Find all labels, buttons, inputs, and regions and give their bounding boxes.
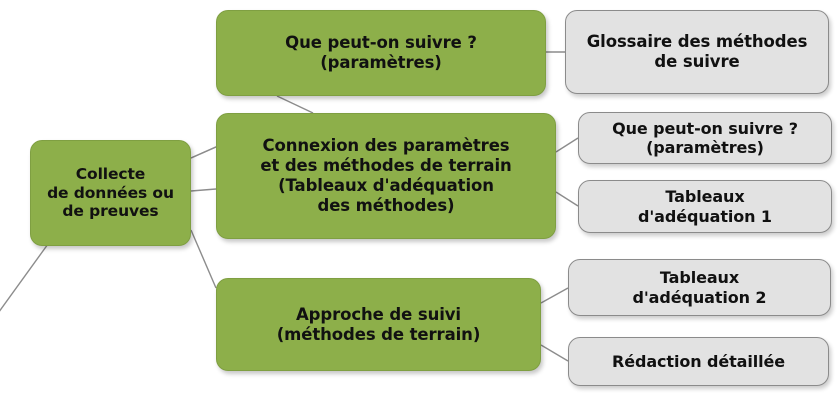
- node-line: Approche de suivi: [295, 304, 461, 324]
- node-line: de données ou: [47, 183, 174, 202]
- edge-collecte-to-connexion: [190, 188, 217, 192]
- edge-collecte-to-approche: [190, 229, 217, 289]
- node-line: Collecte: [75, 165, 146, 184]
- node-que-peut-on-suivre-ref[interactable]: Que peut-on suivre ? (paramètres): [578, 112, 832, 164]
- edge-collecte-to-quepeuton: [190, 146, 217, 159]
- node-line: (paramètres): [320, 53, 442, 72]
- node-line: Que peut-on suivre ?: [285, 33, 477, 53]
- node-approche-de-suivi[interactable]: Approche de suivi (méthodes de terrain): [216, 278, 541, 371]
- node-redaction-detaillee[interactable]: Rédaction détaillée: [568, 337, 829, 386]
- node-line: d'adéquation 1: [638, 206, 772, 226]
- node-line: d'adéquation 2: [632, 287, 767, 307]
- node-line: Glossaire des méthodes: [586, 32, 808, 52]
- edge-collecte-to-quepeuton-b: [190, 145, 219, 159]
- edge-connexion-to-quepeuton-ref: [555, 137, 579, 153]
- node-line: (Tableaux d'adéquation: [278, 176, 494, 195]
- node-line: des méthodes): [317, 195, 455, 215]
- node-line: (méthodes de terrain): [276, 324, 481, 344]
- node-tableaux-adequation-1[interactable]: Tableaux d'adéquation 1: [578, 180, 832, 233]
- node-collecte-de-donnees[interactable]: Collecte de données ou de preuves: [30, 140, 191, 246]
- node-line: Tableaux: [665, 187, 745, 207]
- node-line: Tableaux: [659, 268, 740, 288]
- node-line: de preuves: [62, 202, 159, 221]
- node-tableaux-adequation-2[interactable]: Tableaux d'adéquation 2: [568, 259, 831, 316]
- node-line: et des méthodes de terrain: [260, 156, 512, 176]
- node-glossaire-des-methodes[interactable]: Glossaire des méthodes de suivre: [565, 10, 829, 94]
- node-connexion-parametres-methodes[interactable]: Connexion des paramètres et des méthodes…: [216, 113, 556, 239]
- node-line: Que peut-on suivre ?: [612, 118, 798, 138]
- edge-connexion-to-tableaux1: [555, 191, 579, 207]
- node-line: Connexion des paramètres: [262, 136, 510, 156]
- node-line: de suivre: [654, 52, 740, 71]
- edge-approche-to-tableaux2: [540, 287, 569, 304]
- node-line: Rédaction détaillée: [612, 351, 785, 371]
- edge-parent-to-collecte: [0, 243, 49, 312]
- edge-quepeuton-to-connexion: [276, 95, 314, 114]
- node-que-peut-on-suivre[interactable]: Que peut-on suivre ? (paramètres): [216, 10, 546, 96]
- node-line: (paramètres): [646, 138, 764, 157]
- edge-approche-to-redaction: [540, 344, 569, 362]
